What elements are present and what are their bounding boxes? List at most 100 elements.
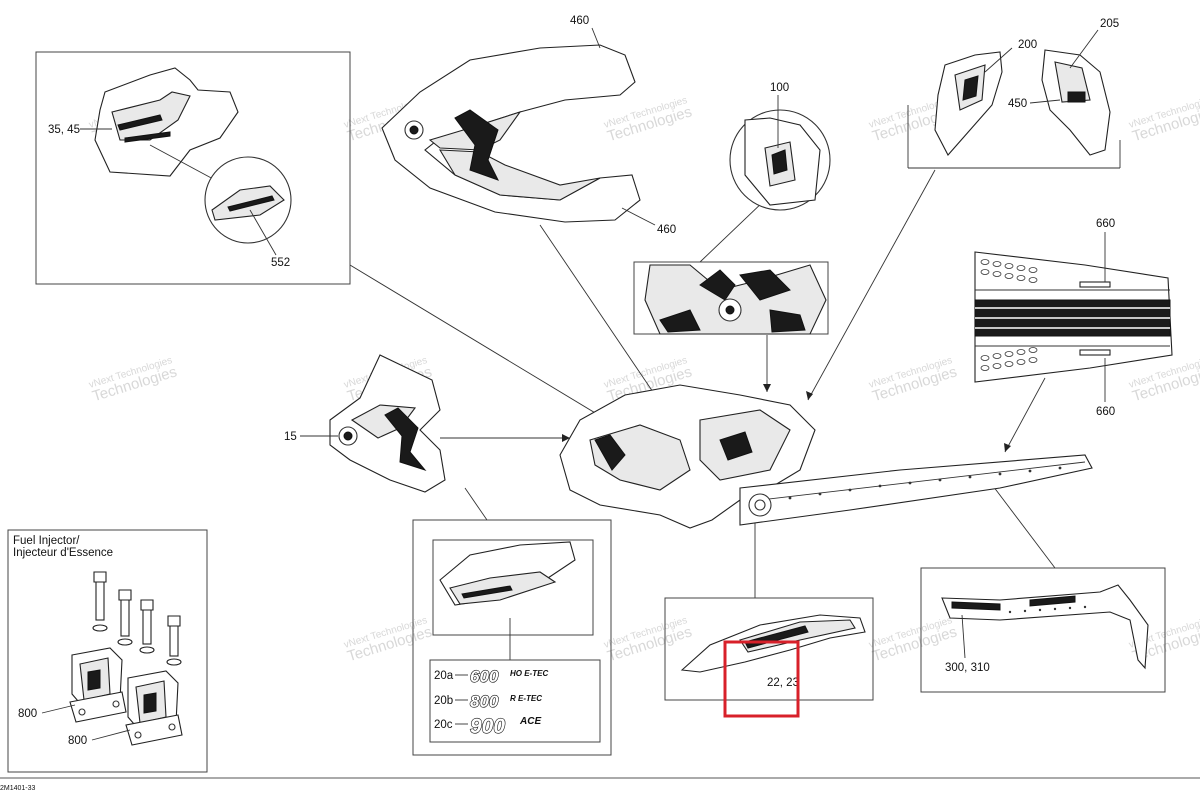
console-detail [739,269,791,301]
emblem-900: 900 [470,715,505,738]
bolt [142,607,152,645]
decal-552 [227,195,275,212]
injector-right [125,670,183,746]
decal-strip [117,114,163,131]
emblem-photo-frame [432,539,594,636]
decal-300 [951,601,1001,611]
bolt-head [118,589,132,601]
bolt-head [93,571,107,583]
callout-660-top: 660 [1096,218,1115,230]
injector-left [69,647,127,723]
emblem-on-panel [461,585,513,599]
emblem-20a: 20a 600 HO E-TEC [434,666,548,686]
vehicle-vent [719,431,753,461]
decal-100 [771,149,788,175]
connector-lines [349,169,1056,598]
callout-552: 552 [271,257,290,269]
arrowhead [562,434,570,442]
highlight-box [723,640,800,718]
inset-frame [664,597,874,701]
gauge-center [409,125,419,135]
callout-20c: 20c [434,719,453,731]
inset-frame [412,519,612,756]
injector-bolts [92,571,182,666]
callout-200: 200 [1018,39,1037,51]
bolt-head [140,599,154,611]
washer [92,624,108,632]
callout-450: 450 [1008,98,1027,110]
arrowhead [763,384,771,392]
washer [166,658,182,666]
emblem-list-frame [429,659,601,743]
vehicle-vent [594,434,626,471]
inset-emblem-panel: 20a 600 HO E-TEC 20b 800 R E-TEC 20c 900… [412,519,612,756]
hood-part [381,44,641,223]
emblem-600: 600 [470,667,499,686]
callout-20a: 20a [434,670,454,682]
inset-frame [7,529,208,773]
main-vehicle-assembly [559,384,1093,529]
diagram-code: 2M1401-33 [0,785,36,792]
callout-15: 15 [284,431,297,443]
mount-hole [134,731,142,739]
emblem-20b: 20b 800 R E-TEC [434,691,542,711]
bolt-head [167,615,181,627]
inset-fuel-injector: Fuel Injector/ Injecteur d'Essence [7,529,208,773]
fuel-injector-title-fr: Injecteur d'Essence [13,547,113,559]
mount-hole [112,700,120,708]
callout-22-23: 22, 23 [767,677,799,689]
inset-frame [920,567,1166,693]
bolt [95,579,105,621]
callout-800-a: 800 [18,708,37,720]
callout-35-45: 35, 45 [48,124,80,136]
decal-strip [124,131,171,143]
callout-660-bottom: 660 [1096,406,1115,418]
tunnel-bracket [1079,349,1111,356]
callout-460-top: 460 [570,15,589,27]
bolt [120,597,130,637]
emblem-600-suffix: HO E-TEC [510,669,548,678]
tunnel-rivets [788,466,1062,500]
callout-800-b: 800 [68,735,87,747]
emblem-800-suffix: R E-TEC [510,694,542,703]
injector-port [143,692,157,714]
hood-top-part: 460 460 [381,15,676,236]
dash-detail: 100 [729,82,831,211]
hood-front-part: 15 [284,354,446,493]
inset-side-decal: 22, 23 [664,597,874,718]
decal-450 [1067,91,1086,103]
callout-460-bottom: 460 [657,224,676,236]
vehicle-tunnel [739,454,1093,526]
tunnel-side-part [941,584,1149,670]
tunnel-top-view: 660 660 [974,218,1173,418]
hood-chevron [454,109,500,181]
console-view [633,261,829,335]
emblem-800: 800 [470,692,499,711]
emblem-900-suffix: ACE [519,716,541,727]
inset-side-panel: 35, 45 552 [35,51,351,285]
arrowhead [1004,443,1011,452]
washer [139,646,155,654]
decal-panel-detail [739,619,856,653]
gauge-center [343,431,353,441]
emblem-20c: 20c 900 ACE [434,714,541,738]
side-panels-group: 200 205 450 [907,18,1121,169]
console-detail [659,309,701,333]
mount-hole [168,723,176,731]
inset-tunnel-decal: 300, 310 [920,567,1166,693]
fuel-injector-title-en: Fuel Injector/ [13,535,80,547]
callout-205: 205 [1100,18,1119,30]
tunnel-holes [980,259,1038,371]
tunnel-bracket [1079,281,1111,288]
wheel-hub [754,499,766,511]
callout-300-310: 300, 310 [945,662,990,674]
injector-port [87,669,101,691]
console-detail [769,309,806,333]
ignition-center [725,305,735,315]
bolt [169,623,179,657]
decal-310 [1029,595,1076,607]
tunnel-rivets [1008,605,1087,614]
inset-frame [35,51,351,285]
callout-100: 100 [770,82,789,94]
